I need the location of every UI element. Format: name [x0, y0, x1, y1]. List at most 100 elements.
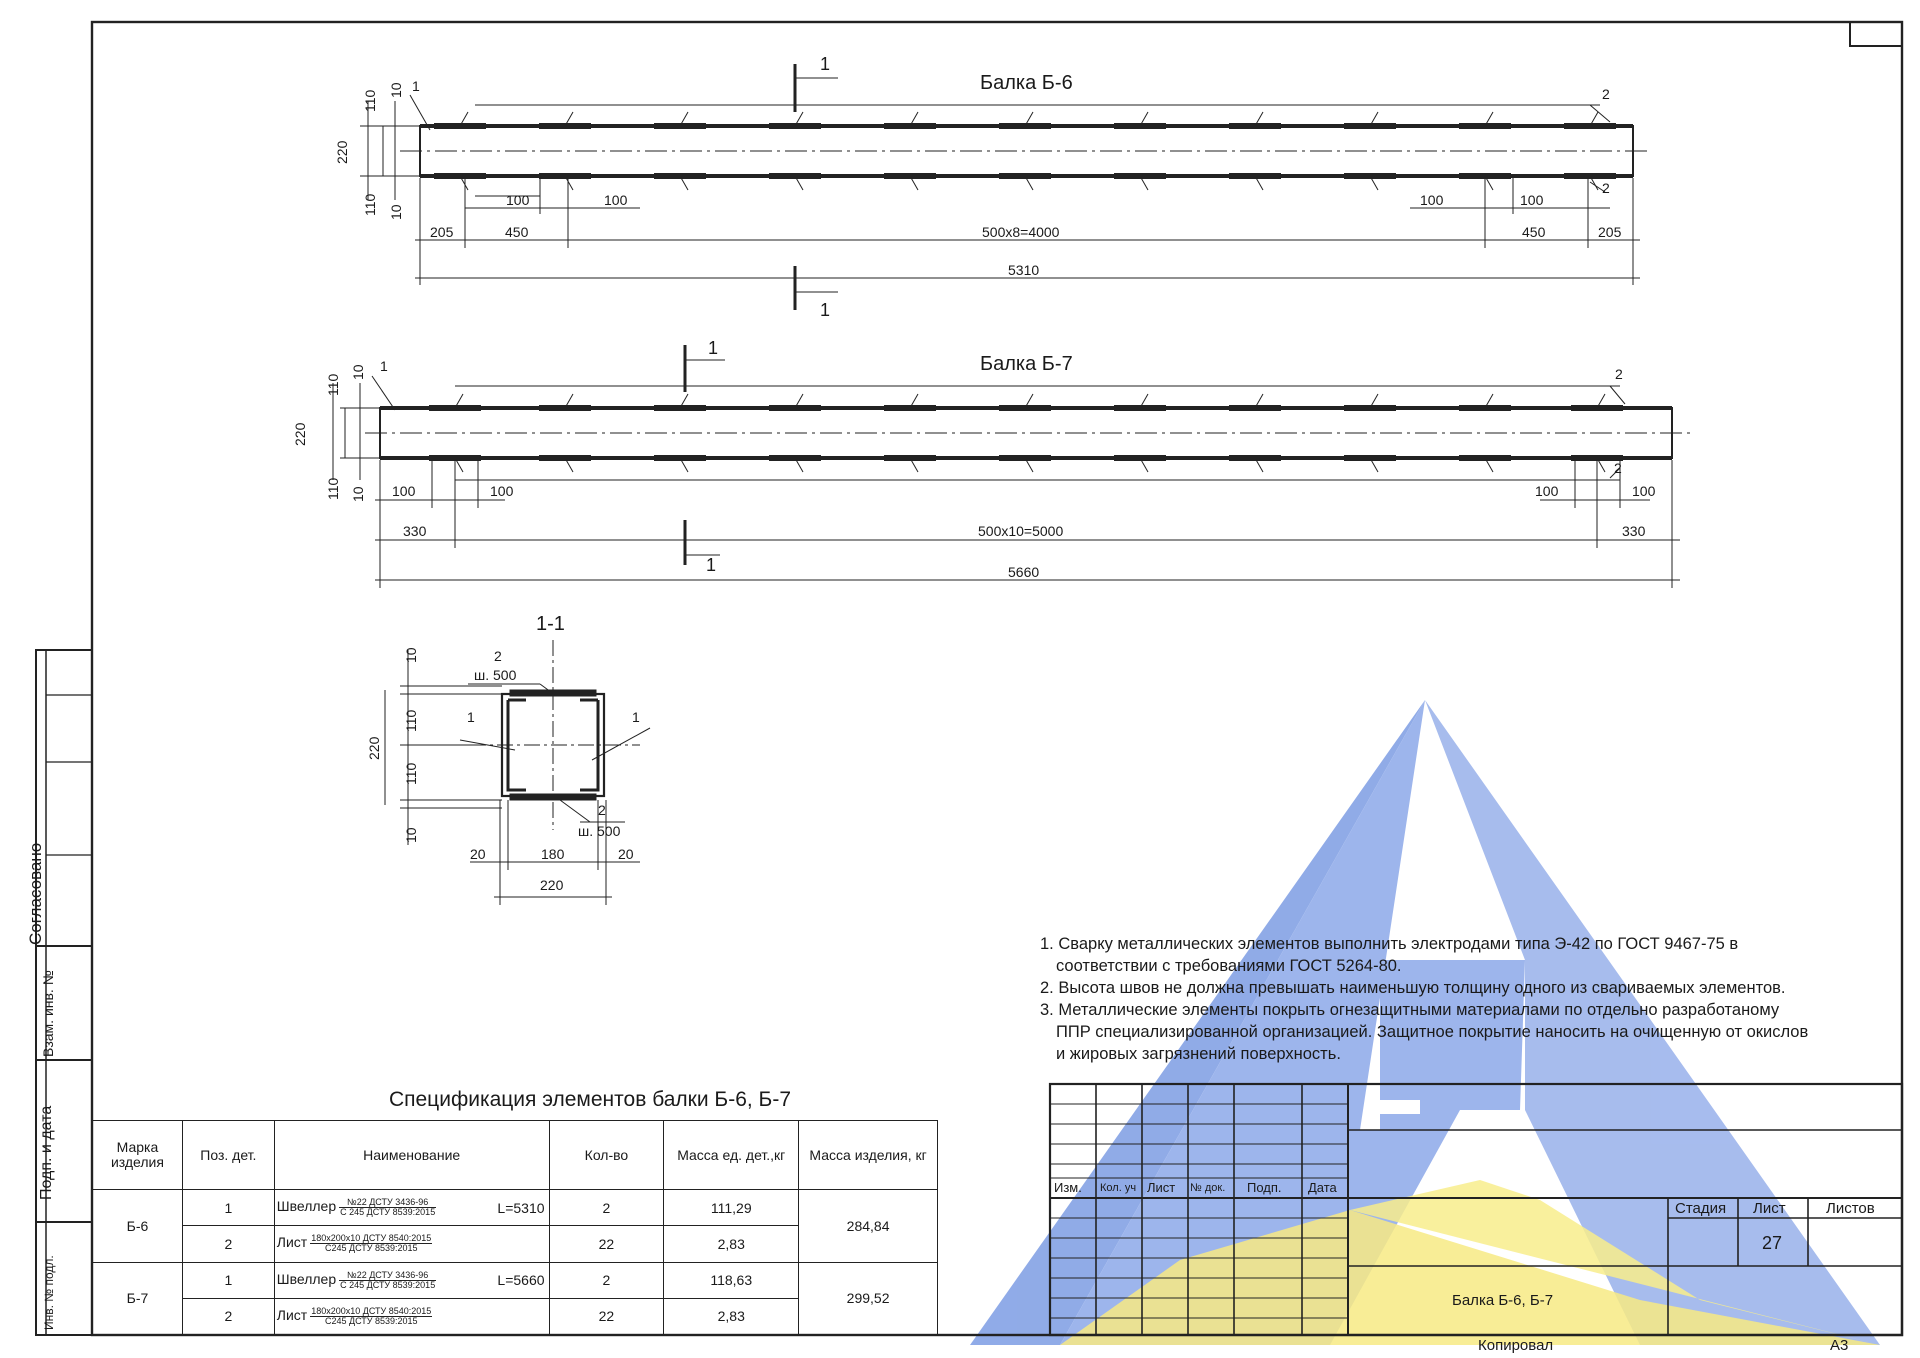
spec-standard-top: №22 ДСТУ 3436-96 — [339, 1198, 437, 1209]
stamp-format: А3 — [1830, 1337, 1849, 1354]
spec-name: Швеллер — [276, 1270, 337, 1287]
beam-b6-pos1: 1 — [412, 78, 420, 94]
section-dim-220: 220 — [366, 736, 382, 760]
spec-table: Марка изделия Поз. дет. Наименование Кол… — [92, 1120, 938, 1336]
spec-qty: 22 — [548, 1297, 665, 1336]
spec-unit-mass: 111,29 — [663, 1188, 800, 1227]
spec-unit-mass: 2,83 — [663, 1225, 800, 1263]
sheet-frame — [35, 20, 1904, 1337]
beam-b6-dim-110-top: 110 — [362, 89, 378, 112]
section-dim-110-top: 110 — [403, 709, 419, 732]
section-pos-top: 2 — [494, 648, 502, 664]
section-dim-20-right: 20 — [618, 846, 634, 862]
weld-leader — [794, 111, 804, 127]
weld-leader — [1369, 175, 1379, 191]
beam-b6-dim-220: 220 — [334, 140, 350, 164]
weld-leader — [679, 393, 689, 409]
weld-leader — [564, 457, 574, 473]
section-1-1-drawing — [384, 640, 651, 905]
beam-b6-section-marker-top: 1 — [820, 54, 831, 74]
weld-leader — [1369, 111, 1379, 127]
side-stamp-replace-inv: Взам. инв. № — [40, 970, 56, 1057]
weld-leader — [1024, 111, 1034, 127]
spec-header-unit-mass: Масса ед. дет.,кг — [663, 1120, 800, 1190]
stamp-col-kol: Кол. уч — [1100, 1182, 1137, 1194]
note-3-cont2: и жировых загрязнений поверхность. — [1056, 1045, 1341, 1063]
weld-leader — [564, 393, 574, 409]
weld-leader — [909, 175, 919, 191]
weld-leader — [1589, 111, 1599, 127]
title-block — [1048, 1082, 1904, 1337]
beam-b7-dim-10-top: 10 — [350, 364, 366, 380]
stamp-sheet-label: Лист — [1753, 1200, 1786, 1217]
section-top-plate: ш. 500 — [474, 667, 517, 683]
beam-b7-dim-100-1: 100 — [392, 483, 416, 499]
weld-leader — [794, 457, 804, 473]
weld-leader — [1484, 457, 1494, 473]
beam-b6-pos2-top: 2 — [1602, 86, 1610, 102]
section-dim-20-left: 20 — [470, 846, 486, 862]
beam-b6-dim-100-1: 100 — [506, 192, 530, 208]
beam-b6-plates — [434, 111, 1616, 191]
beam-b6-dim-110-bottom: 110 — [362, 193, 378, 216]
beam-b7-dims — [332, 345, 1680, 588]
stamp-copied: Копировал — [1478, 1337, 1554, 1354]
spec-length: L=5310 — [497, 1199, 545, 1216]
beam-b7-title: Балка Б-7 — [980, 353, 1073, 375]
section-dim-180: 180 — [541, 846, 565, 862]
weld-leader — [794, 393, 804, 409]
weld-leader — [679, 175, 689, 191]
beam-b7-pos2-top: 2 — [1615, 366, 1623, 382]
weld-leader — [1254, 393, 1264, 409]
spec-name: Лист — [276, 1307, 308, 1324]
weld-leader — [1369, 457, 1379, 473]
beam-b6-dim-100-4: 100 — [1520, 192, 1544, 208]
beam-b6-dim-100-3: 100 — [1420, 192, 1444, 208]
spec-standard-top: №22 ДСТУ 3436-96 — [339, 1270, 437, 1281]
beam-b6-dim-450-right: 450 — [1522, 224, 1546, 240]
weld-leader — [564, 175, 574, 191]
spec-header-row: Марка изделия Поз. дет. Наименование Кол… — [92, 1120, 938, 1190]
spec-name: Швеллер — [276, 1198, 337, 1215]
beam-b6-dim-205-left: 205 — [430, 224, 454, 240]
weld-leader — [1139, 175, 1149, 191]
spec-item-mass: 284,84 — [798, 1189, 938, 1263]
general-notes: 1. Сварку металлических элементов выполн… — [1040, 933, 1890, 1065]
stamp-sheets-label: Листов — [1826, 1200, 1875, 1217]
spec-header-pos: Поз. дет. — [181, 1120, 275, 1190]
weld-leader — [1139, 393, 1149, 409]
weld-leader — [1484, 175, 1494, 191]
weld-leader — [909, 457, 919, 473]
weld-leader — [1254, 111, 1264, 127]
side-stamp-inv-orig: Инв. № подл. — [42, 1255, 56, 1330]
stamp-stage-label: Стадия — [1675, 1200, 1727, 1217]
beam-b6-dim-450-left: 450 — [505, 224, 529, 240]
section-pos-right: 1 — [632, 709, 640, 725]
stamp-sheet-number: 27 — [1762, 1233, 1783, 1253]
spec-pos: 2 — [181, 1297, 275, 1336]
weld-leader — [1024, 457, 1034, 473]
weld-leader — [454, 393, 464, 409]
beam-b7-plates — [429, 393, 1623, 473]
beam-b6-pos2-bottom: 2 — [1602, 180, 1610, 196]
beam-b7-section-marker-top: 1 — [708, 338, 719, 358]
weld-leader — [909, 393, 919, 409]
beam-b6-title: Балка Б-6 — [980, 72, 1073, 94]
beam-b7-drawing — [365, 406, 1690, 460]
stamp-col-doc: № док. — [1190, 1182, 1226, 1194]
spec-standard-top: 180x200x10 ДСТУ 8540:2015 — [310, 1305, 433, 1317]
section-total-width: 220 — [540, 877, 564, 893]
note-3-cont: ППР специализированной организацией. Защ… — [1056, 1023, 1809, 1041]
beam-b7-dim-220: 220 — [292, 422, 308, 446]
weld-leader — [459, 175, 469, 191]
spec-pos: 2 — [181, 1225, 275, 1263]
beam-b7-section-marker-bottom: 1 — [706, 555, 717, 575]
